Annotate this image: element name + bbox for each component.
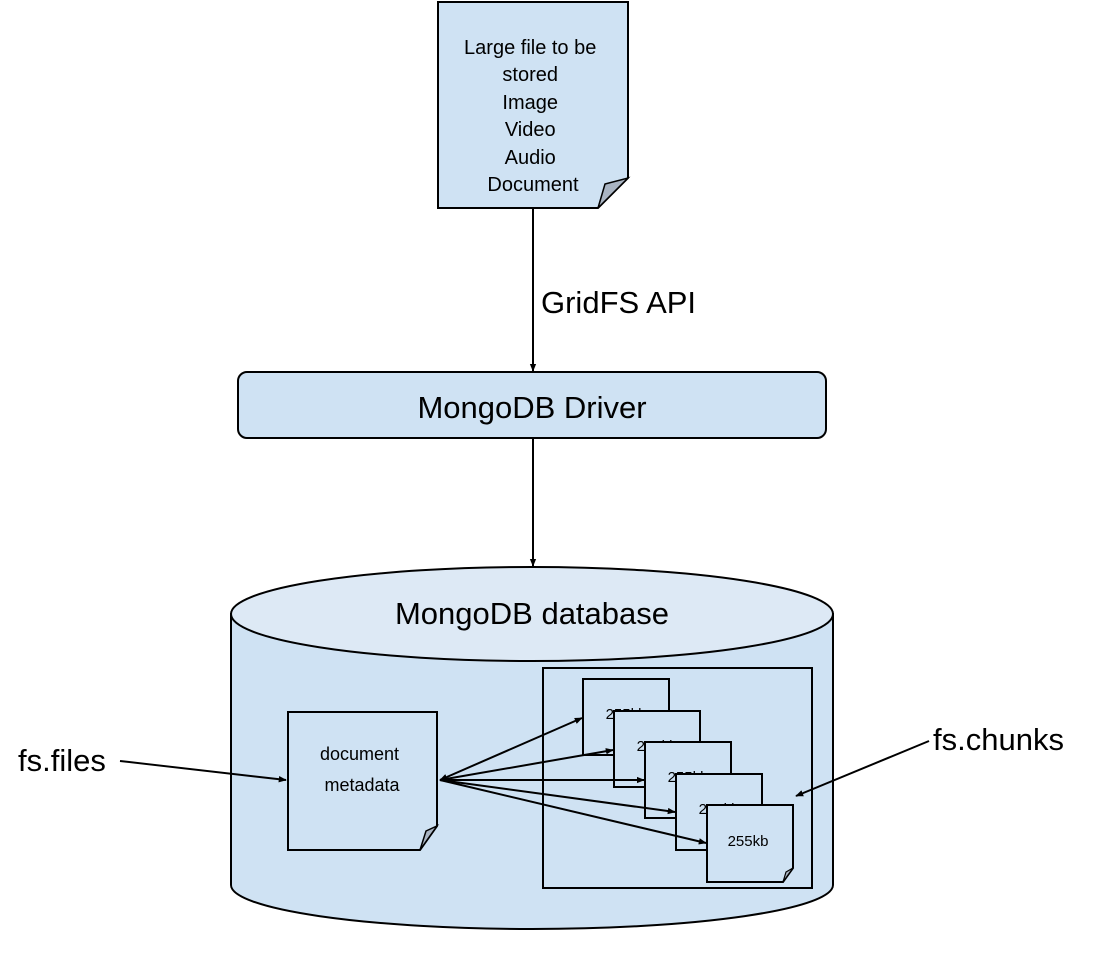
- fs-files-arrow: [119, 760, 287, 783]
- mongodb-driver-node: MongoDB Driver: [237, 371, 827, 439]
- metadata-document-node: document metadata: [287, 711, 440, 851]
- source-file-node: Large file to be stored Image Video Audi…: [437, 1, 631, 209]
- source-file-text: Large file to be stored Image Video Audi…: [464, 37, 602, 196]
- link-chunk-4: [439, 779, 676, 815]
- driver-label: MongoDB Driver: [417, 390, 646, 425]
- fs-chunks-label: fs.chunks: [933, 722, 1064, 757]
- database-label: MongoDB database: [395, 596, 669, 631]
- metadata-text: document metadata: [320, 744, 404, 795]
- fs-chunks-arrow: [795, 740, 930, 797]
- metadata-chunk-links: [439, 717, 707, 845]
- chunk-page-front: 255kb: [706, 804, 794, 883]
- gridfs-api-label: GridFS API: [541, 285, 696, 320]
- chunk-label: 255kb: [728, 833, 769, 850]
- source-file-line: Audio: [505, 147, 556, 169]
- fs-files-label: fs.files: [18, 743, 106, 778]
- metadata-line: metadata: [324, 775, 400, 795]
- source-file-line: Image: [502, 92, 558, 114]
- link-chunk-2: [439, 748, 614, 781]
- source-file-line: Large file to be: [464, 37, 596, 59]
- source-file-line: Video: [505, 119, 556, 141]
- source-file-line: Document: [487, 174, 579, 196]
- metadata-line: document: [320, 744, 399, 764]
- link-chunk-5: [439, 779, 707, 845]
- source-file-line: stored: [502, 64, 558, 86]
- link-chunk-1: [439, 717, 583, 781]
